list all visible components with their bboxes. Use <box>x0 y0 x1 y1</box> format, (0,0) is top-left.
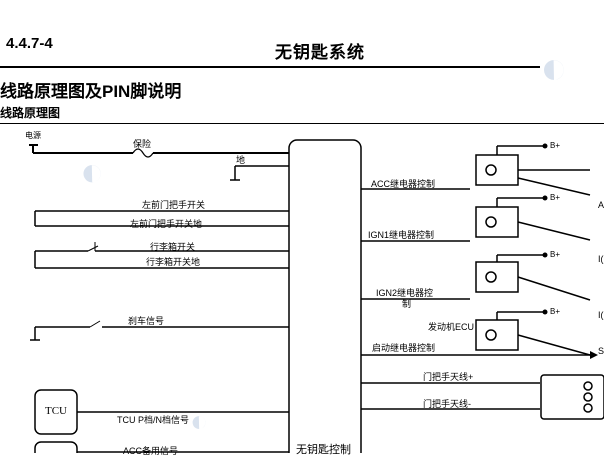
trunk-switch-ground-label: 行李箱开关地 <box>146 257 201 267</box>
brake-signal-label: 刹车信号 <box>128 316 165 326</box>
edge-fragment-3: I( <box>598 310 604 320</box>
power-label: 电源 <box>25 131 41 140</box>
bplus-label-3: B+ <box>550 250 561 259</box>
relay-start <box>475 319 519 351</box>
header-rule <box>0 66 540 68</box>
controller-box <box>288 139 362 453</box>
section-subtitle: 线路原理图 <box>0 106 61 120</box>
antenna-minus-label: 门把手天线- <box>423 399 471 409</box>
edge-fragment-2: I( <box>598 254 604 264</box>
chapter-title: 无钥匙系统 <box>275 43 365 62</box>
acc-spare-label: ACC备用信号 <box>123 446 179 456</box>
subtitle-rule <box>0 123 604 124</box>
ign2-relay-label-line2: 制 <box>402 299 412 309</box>
ign2-relay-label-line1: IGN2继电器控 <box>376 288 434 298</box>
watermark-logo: ◐ <box>190 405 209 438</box>
relay-ign2 <box>475 261 519 293</box>
trunk-switch-label: 行李箱开关 <box>150 242 196 252</box>
edge-fragment-4: S <box>598 346 604 356</box>
relay-acc <box>475 154 519 186</box>
watermark-logo: ◐ <box>80 150 105 194</box>
bplus-label-2: B+ <box>550 193 561 202</box>
watermark-logo: ◐ <box>540 41 568 93</box>
tcu-signal-label: TCU P档/N档信号 <box>117 415 190 425</box>
section-title: 线路原理图及PIN脚说明 <box>0 82 182 101</box>
controller-label: 无钥匙控制 <box>296 444 351 456</box>
edge-fragment-1: A <box>598 200 604 210</box>
bplus-label-1: B+ <box>550 141 561 150</box>
engine-ecu-label: 发动机ECU <box>428 322 475 332</box>
start-relay-label: 启动继电器控制 <box>372 343 436 353</box>
fuse-label: 保险 <box>133 139 152 149</box>
antenna-plus-label: 门把手天线+ <box>423 372 474 382</box>
front-left-handle-ground-label: 左前门把手开关地 <box>130 219 203 229</box>
section-number: 4.4.7-4 <box>6 35 53 52</box>
ground-label: 地 <box>236 155 246 165</box>
front-left-handle-label: 左前门把手开关 <box>142 200 206 210</box>
bplus-label-4: B+ <box>550 307 561 316</box>
acc-relay-label: ACC继电器控制 <box>371 179 436 189</box>
ign1-relay-label: IGN1继电器控制 <box>368 230 435 240</box>
tcu-box-label: TCU <box>45 405 67 417</box>
relay-ign1 <box>475 206 519 238</box>
